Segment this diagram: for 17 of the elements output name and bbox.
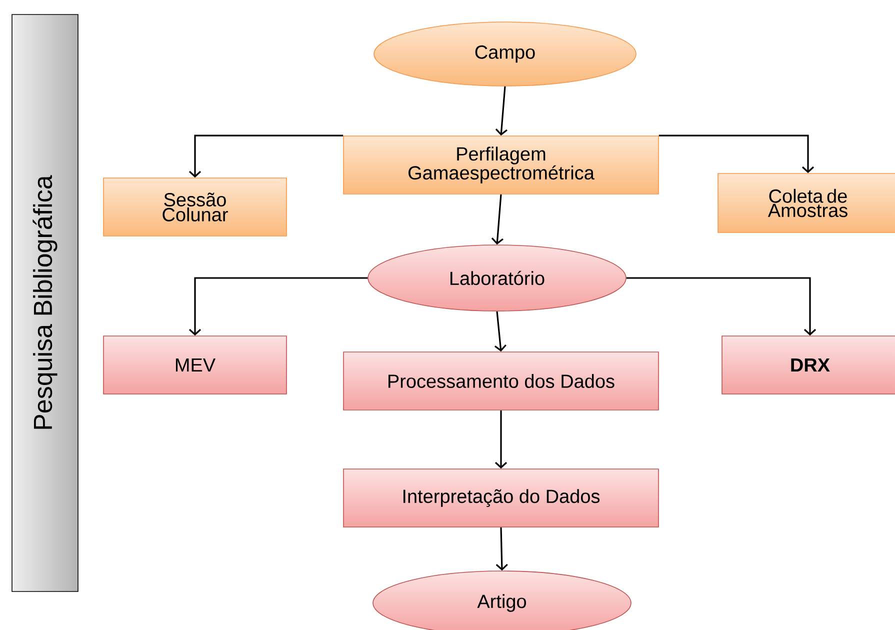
process-box: Sessão Colunar bbox=[103, 178, 287, 236]
process-box: Interpretação do Dados bbox=[343, 468, 659, 528]
arrow bbox=[494, 311, 506, 352]
arrow bbox=[188, 277, 368, 336]
process-box: MEV bbox=[103, 336, 287, 394]
arrow bbox=[658, 134, 814, 174]
process-box: Coleta de Amostras bbox=[718, 173, 895, 233]
arrow bbox=[496, 527, 508, 571]
process-box: DRX bbox=[722, 336, 895, 394]
arrow bbox=[491, 194, 504, 245]
arrow bbox=[626, 277, 816, 336]
process-box: Processamento dos Dados bbox=[343, 352, 659, 410]
arrow bbox=[495, 86, 508, 136]
process-box: Perfilagem Gamaespectrométrica bbox=[343, 136, 659, 194]
arrow bbox=[188, 134, 344, 178]
vertical-banner: Pesquisa Bibliográfica bbox=[12, 14, 78, 592]
arrow bbox=[494, 410, 508, 469]
